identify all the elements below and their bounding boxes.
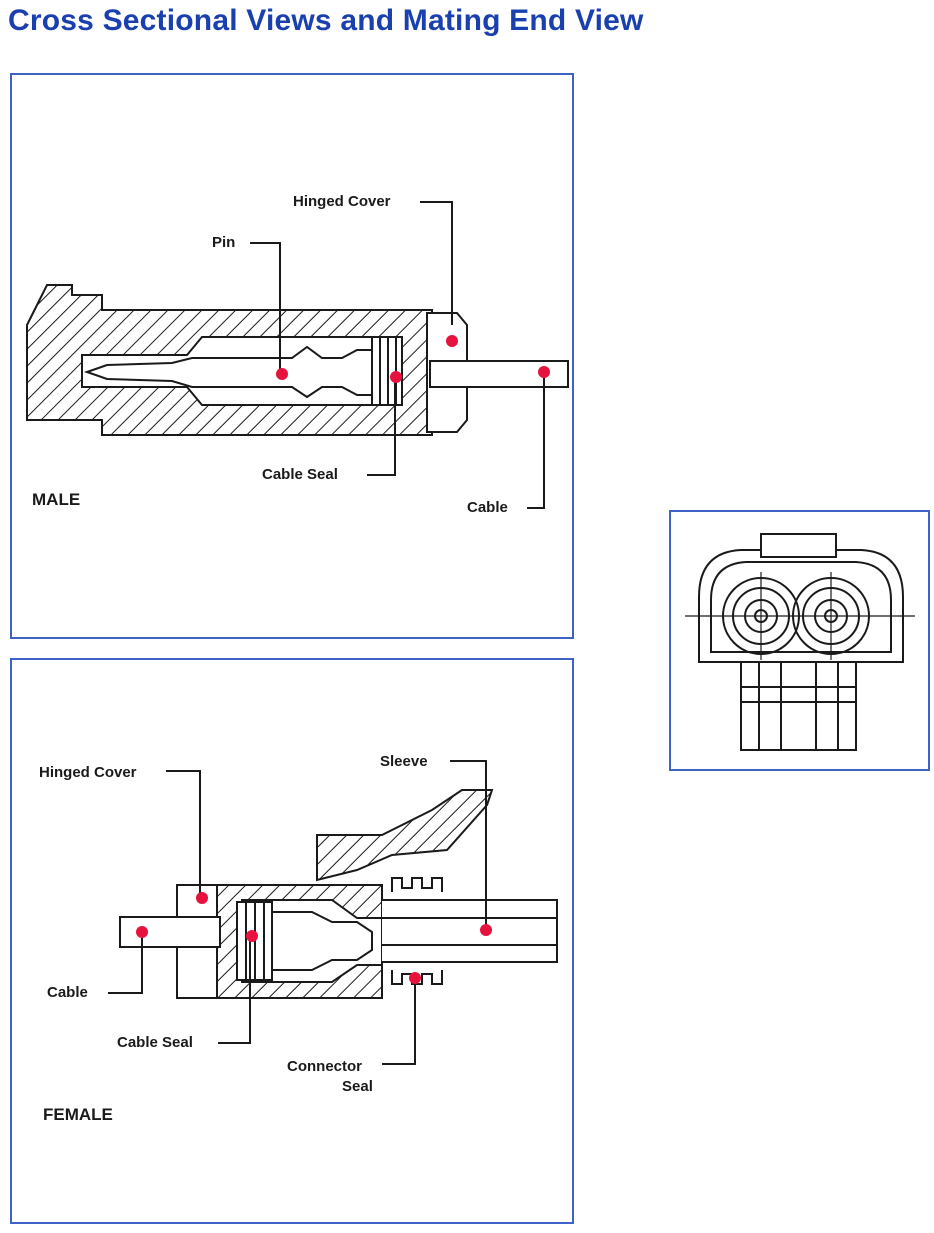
female-leader-cable [108,932,143,994]
female-label-hinged-cover: Hinged Cover [39,764,137,781]
male-leader-cable [527,372,545,509]
male-view-name: MALE [32,490,81,509]
female-sleeve [382,899,558,963]
end-view-base [740,662,857,751]
male-marker-cable-seal [390,371,402,383]
female-cross-section-panel: Hinged Cover Sleeve Cable Cable Seal Con… [10,658,574,1224]
male-marker-hinged-cover [446,335,458,347]
female-leader-cable-seal [218,936,251,1044]
female-marker-sleeve [480,924,492,936]
female-leader-connector-seal [382,978,416,1065]
female-label-sleeve: Sleeve [380,753,428,770]
female-label-cable: Cable [47,984,88,1001]
female-socket [266,911,373,971]
female-connector-seal [391,877,443,892]
male-cross-section-drawing [26,201,569,509]
female-marker-cable [136,926,148,938]
page-title: Cross Sectional Views and Mating End Vie… [8,4,644,37]
female-cable [119,916,221,948]
male-marker-cable [538,366,550,378]
mating-end-view-drawing [685,533,915,751]
male-leader-hinged-cover [420,201,453,325]
female-latch [316,789,494,882]
female-leader-sleeve [450,760,487,930]
male-label-cable-seal: Cable Seal [262,466,338,483]
male-label-pin: Pin [212,234,236,251]
female-leader-hinged-cover [166,770,201,898]
female-label-cable-seal: Cable Seal [117,1034,193,1051]
end-view-outer-housing [698,549,904,663]
male-leader-cable-seal [367,375,396,476]
female-view-name: FEMALE [43,1105,113,1124]
female-marker-connector-seal [409,972,421,984]
male-leader-pin [250,242,281,372]
male-cross-section-panel: Hinged Cover Pin Cable Seal Cable MALE [10,73,574,639]
male-label-cable: Cable [467,499,508,516]
male-label-hinged-cover: Hinged Cover [293,193,391,210]
end-view-top-tab [760,533,837,558]
end-view-inner-housing [710,561,892,653]
female-cross-section-drawing [108,760,558,1065]
mating-end-view-panel [669,510,930,771]
female-label-connector-seal-line2: Seal [342,1078,373,1095]
female-marker-cable-seal [246,930,258,942]
female-label-connector-seal-line1: Connector [287,1058,362,1075]
male-marker-pin [276,368,288,380]
female-marker-hinged-cover [196,892,208,904]
